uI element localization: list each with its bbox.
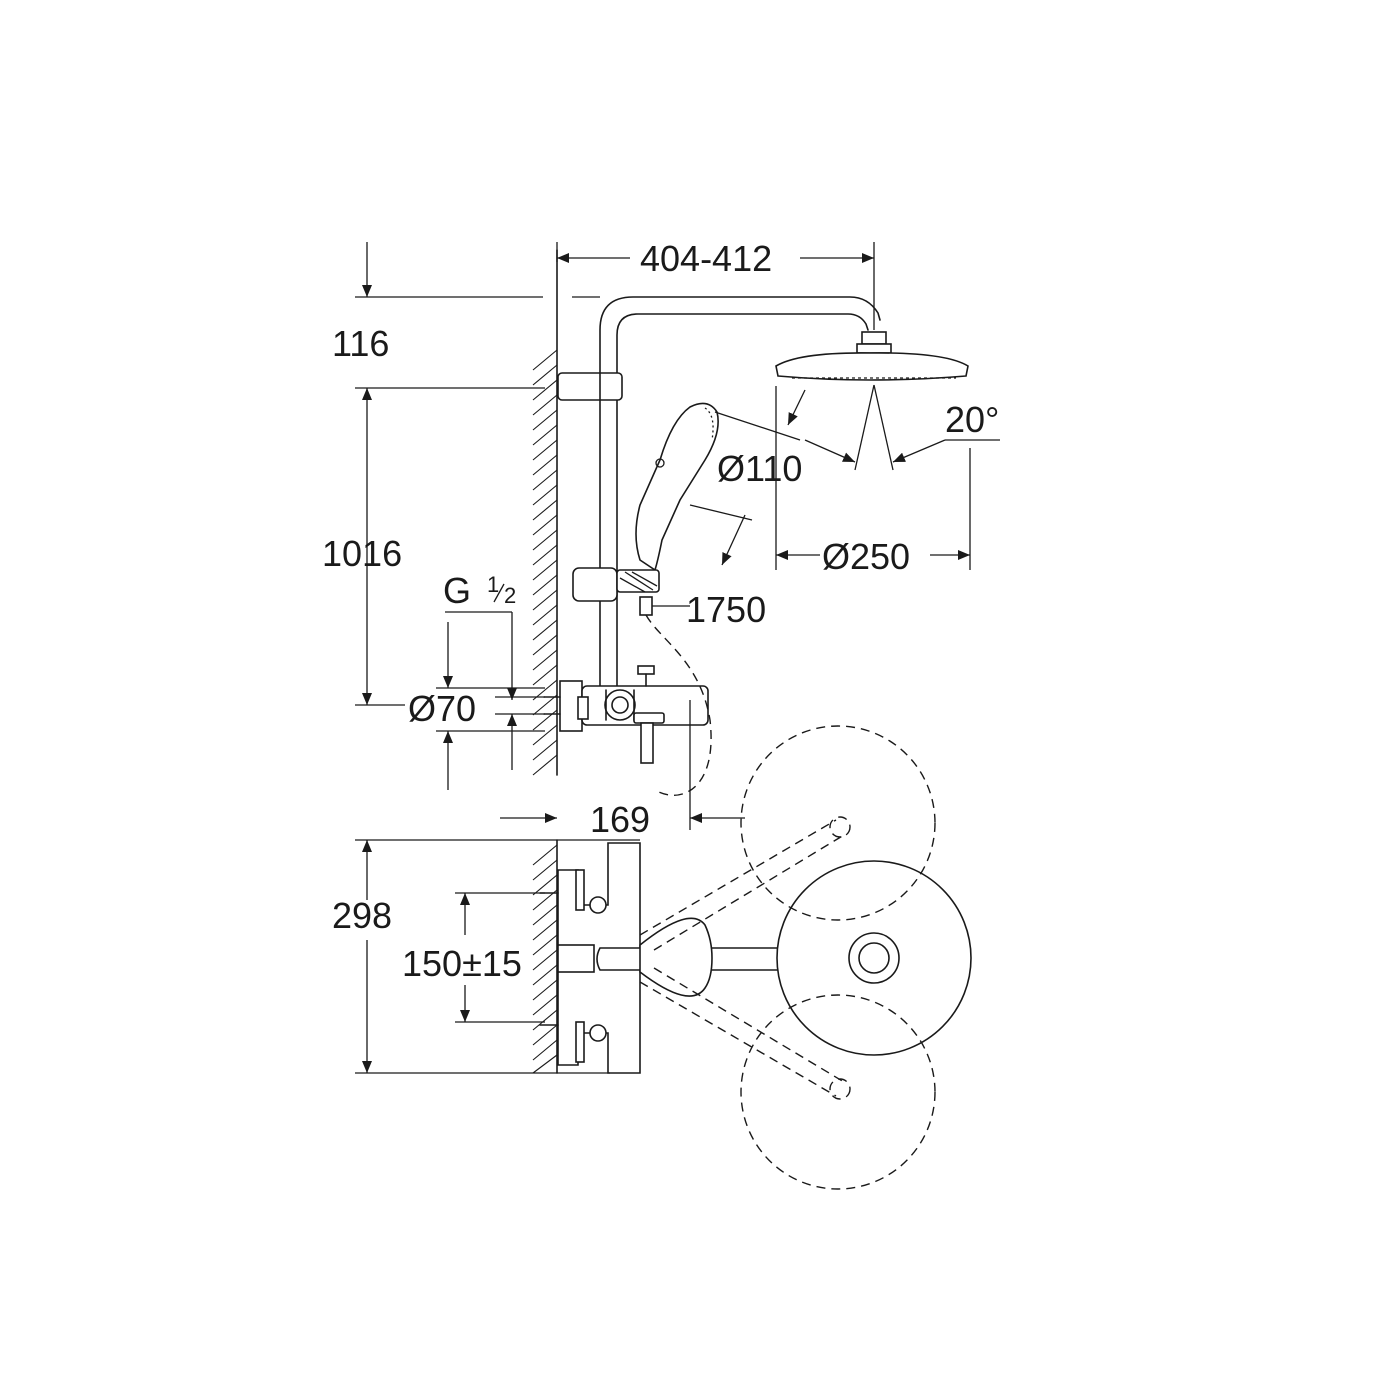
dim-thread-denominator: 2 (504, 583, 516, 608)
dimension-lines (355, 242, 1000, 1074)
dim-inlet-150: 150±15 (402, 943, 522, 984)
slider-holder (572, 567, 618, 602)
wall-top-view (532, 839, 558, 1074)
shower-system-top-view (539, 725, 972, 1190)
head-shower-side (775, 352, 969, 381)
dim-hand-shower-110: Ø110 (717, 448, 802, 489)
hand-shower-side (635, 402, 719, 572)
dimension-labels: 116 1016 404-412 20° Ø110 Ø250 1750 G 1 … (322, 238, 999, 984)
dim-20-degree: 20° (945, 399, 999, 440)
dim-thread-numerator: 1 (487, 572, 499, 597)
shower-column-side-view (543, 296, 969, 764)
wall-bracket (557, 372, 623, 401)
dim-1016: 1016 (322, 533, 402, 574)
dim-escutcheon-70: Ø70 (408, 688, 476, 729)
dim-404-412: 404-412 (640, 238, 772, 279)
dim-wall-169: 169 (590, 799, 650, 840)
dim-thread-g: G (443, 570, 471, 611)
shower-hose (645, 614, 712, 796)
dim-mixer-298: 298 (332, 895, 392, 936)
dim-116: 116 (332, 323, 389, 364)
dim-hose-1750: 1750 (686, 589, 766, 630)
dim-head-shower-250: Ø250 (822, 536, 910, 577)
wall-side-view (532, 249, 558, 776)
